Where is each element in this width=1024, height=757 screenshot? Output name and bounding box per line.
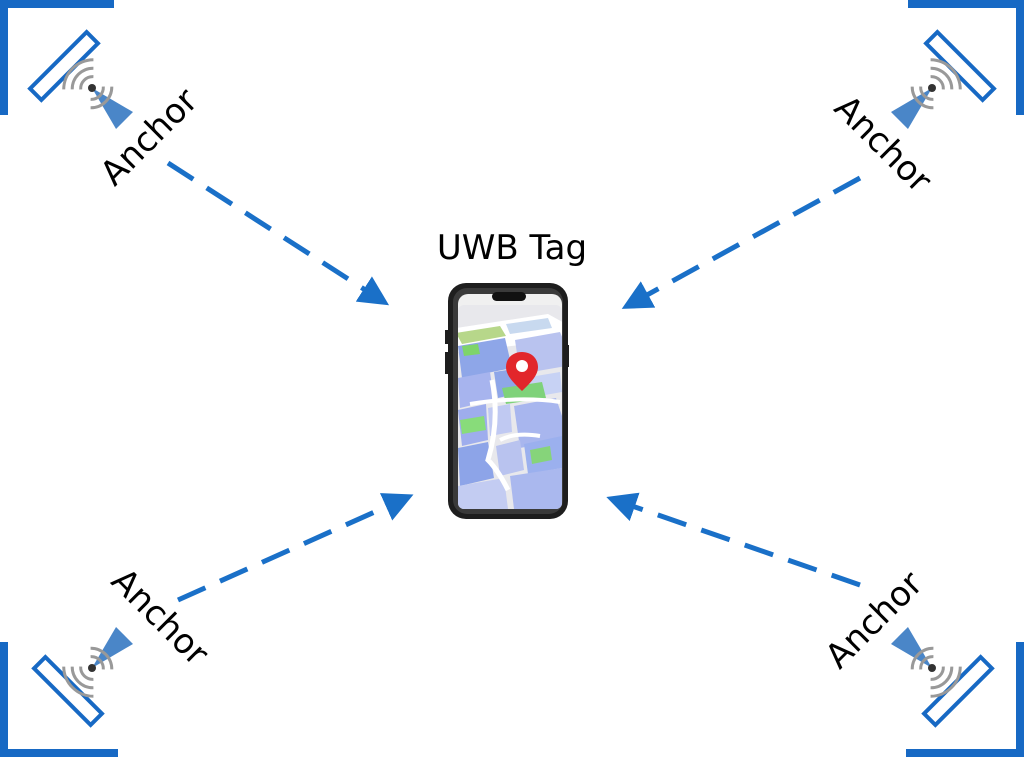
anchor-top-right: Anchor <box>826 29 997 201</box>
ranging-arrow-top-right <box>621 175 862 309</box>
location-pin-icon <box>506 352 538 391</box>
anchor-antenna-icon <box>890 626 995 728</box>
anchor-antenna-icon <box>31 626 134 728</box>
ranging-arrows <box>166 160 862 603</box>
ranging-arrow-top-left <box>166 160 390 306</box>
ranging-arrow-bottom-right <box>606 492 861 588</box>
corner-bracket-top-left <box>0 0 114 115</box>
corner-bracket-bottom-left <box>0 642 118 757</box>
corner-bracket-bottom-right <box>906 642 1024 757</box>
corner-bracket-top-right <box>908 0 1024 115</box>
anchor-bottom-right: Anchor <box>818 564 995 728</box>
anchor-label-bottom-left: Anchor <box>103 561 216 674</box>
indoor-map <box>458 305 562 509</box>
dynamic-island <box>492 292 526 301</box>
tag-label: UWB Tag <box>437 228 587 268</box>
anchor-antenna-icon <box>890 29 997 130</box>
anchor-antenna-icon <box>27 29 134 130</box>
ranging-arrow-bottom-left <box>176 493 414 603</box>
smartphone-icon <box>445 283 569 519</box>
anchor-bottom-left: Anchor <box>31 561 216 728</box>
